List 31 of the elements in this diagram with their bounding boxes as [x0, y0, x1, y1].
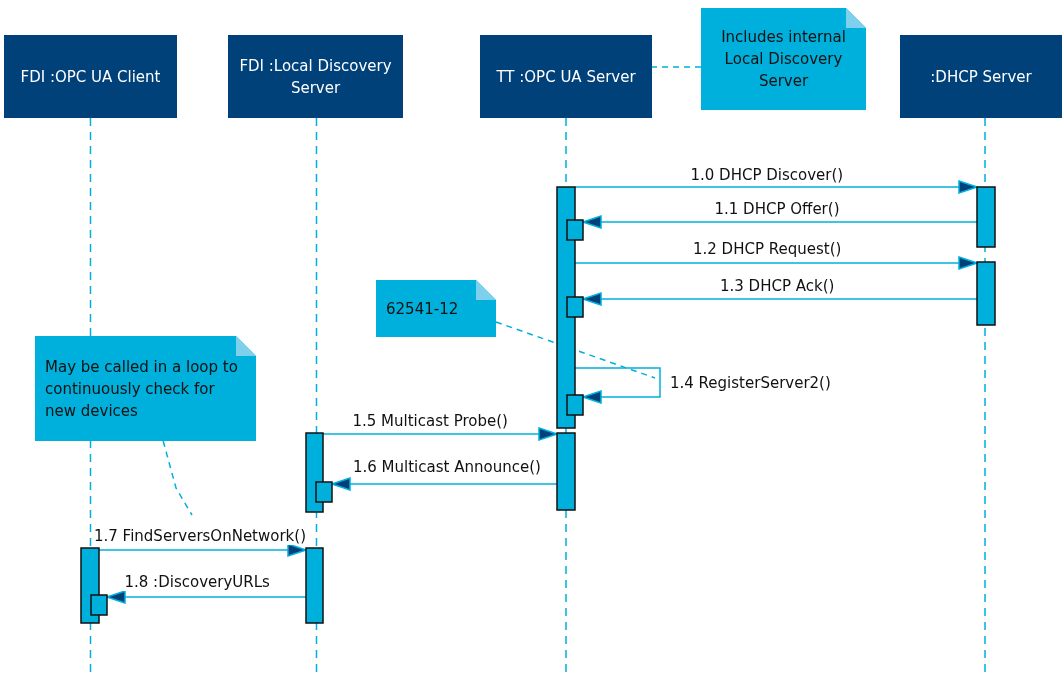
leader-line [162, 440, 193, 516]
message-label: 1.6 Multicast Announce() [351, 458, 543, 476]
leader-line [651, 66, 702, 68]
activation-bar [566, 296, 584, 318]
activation-bar [315, 481, 333, 503]
participant-box: FDI :Local Discovery Server [228, 35, 403, 118]
participant-box: :DHCP Server [900, 35, 1062, 118]
message-label: 1.3 DHCP Ack() [718, 277, 837, 295]
message-label: 1.2 DHCP Request() [691, 240, 844, 258]
activation-bar [305, 547, 324, 624]
message-arrow [582, 215, 978, 229]
activation-bar [976, 186, 996, 248]
participant-box: FDI :OPC UA Client [4, 35, 177, 118]
message-label: 1.7 FindServersOnNetwork() [92, 527, 308, 545]
message-label: 1.4 RegisterServer2() [668, 374, 833, 392]
message-label: 1.8 :DiscoveryURLs [122, 573, 272, 591]
note-card: 62541-12 [376, 280, 496, 337]
activation-bar [566, 219, 584, 241]
activation-bar [566, 394, 584, 416]
message-arrow [582, 292, 978, 306]
note-card: Includes internal Local Discovery Server [701, 8, 866, 110]
note-card: May be called in a loop to continuously check for new devices [35, 336, 256, 441]
message-arrow [106, 590, 307, 604]
leader-line [495, 321, 656, 379]
activation-bar [90, 594, 108, 616]
activation-bar [556, 432, 576, 511]
message-arrow [322, 427, 558, 441]
activation-bar [976, 261, 996, 326]
message-arrow [574, 180, 978, 194]
message-arrow [331, 477, 558, 491]
participant-box: TT :OPC UA Server [480, 35, 652, 118]
